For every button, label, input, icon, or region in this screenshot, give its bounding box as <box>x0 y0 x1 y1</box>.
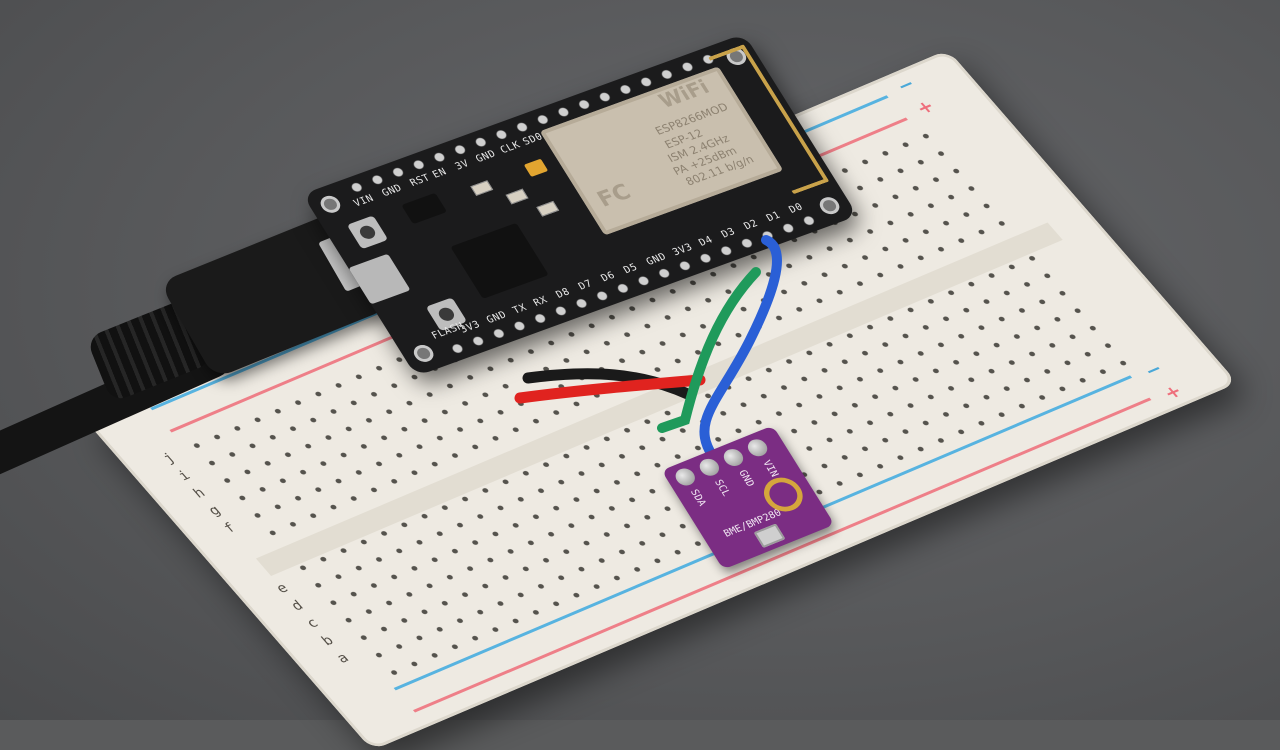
sensor-pin-sda <box>672 465 699 489</box>
row-label: c <box>303 615 323 632</box>
row-label: i <box>174 467 194 484</box>
mounting-ring <box>756 472 810 517</box>
pin-label-3v: 3V <box>453 158 472 173</box>
pin-label-rx: RX <box>531 294 550 309</box>
sensor-label-scl: SCL <box>711 478 732 498</box>
row-label: j <box>159 450 179 467</box>
pin-label-vin: VIN <box>351 193 377 210</box>
pin-label-d8: D8 <box>554 286 573 301</box>
mounting-hole <box>317 193 344 216</box>
pin-label-d0: D0 <box>787 201 806 216</box>
sensor-pin-vin <box>744 436 771 459</box>
pin-label-d3: D3 <box>719 226 738 241</box>
sensor-label-sda: SDA <box>687 488 708 508</box>
smd-resistor <box>505 188 529 205</box>
sensor-label-gnd: GND <box>735 468 756 489</box>
pin-label-d1: D1 <box>764 209 783 224</box>
row-label: d <box>288 598 307 615</box>
pin-label-d6: D6 <box>599 270 618 285</box>
row-label: g <box>205 502 225 519</box>
sensor-label-vin: VIN <box>760 458 781 479</box>
plus-sign: + <box>1158 381 1188 404</box>
wifi-logo: WiFi <box>654 74 714 113</box>
row-label: a <box>333 650 353 667</box>
pin-label-clk: CLK <box>498 139 523 156</box>
pin-label-gnd: GND <box>379 182 405 200</box>
mounting-hole <box>410 342 437 365</box>
pin-label-gnd: GND <box>473 148 499 165</box>
reset-button[interactable] <box>346 215 389 250</box>
row-label: h <box>190 485 209 502</box>
tantalum-capacitor <box>523 158 549 177</box>
pin-label-rst: RST <box>408 172 433 189</box>
pin-label-en: EN <box>430 166 449 181</box>
minus-sign: − <box>1139 358 1169 382</box>
pin-label-d7: D7 <box>576 278 595 293</box>
pin-label-tx: TX <box>510 302 530 317</box>
sensor-pin-scl <box>696 456 723 479</box>
row-label: b <box>318 632 338 649</box>
voltage-regulator <box>401 192 448 225</box>
smd-resistor <box>536 200 560 217</box>
smd-resistor <box>470 180 494 196</box>
usb-serial-chip <box>450 222 549 299</box>
pin-label-d5: D5 <box>621 261 641 276</box>
sensor-pin-gnd <box>720 446 747 469</box>
plus-sign: + <box>911 96 940 119</box>
pin-label-d4: D4 <box>697 234 716 249</box>
row-label: f <box>220 520 240 537</box>
fcc-mark: FC <box>592 180 636 213</box>
pin-label-d2: D2 <box>742 218 761 233</box>
row-label: e <box>272 580 292 597</box>
minus-sign: − <box>891 74 921 97</box>
